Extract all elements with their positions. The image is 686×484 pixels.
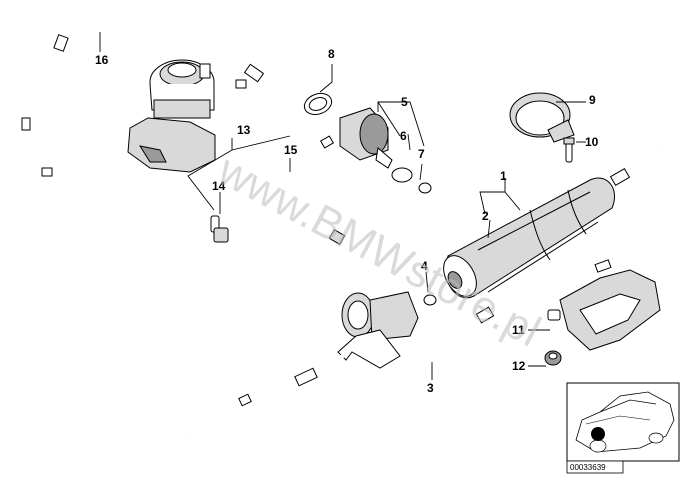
- callout-16: 16: [95, 53, 109, 67]
- car-inset: 00033639: [566, 382, 680, 474]
- callout-5: 5: [401, 95, 408, 109]
- callout-12: 12: [512, 359, 526, 373]
- reference-code: 00033639: [570, 463, 606, 472]
- callout-4: 4: [421, 259, 428, 273]
- callout-15: 15: [284, 143, 298, 157]
- intake-assembly: [127, 59, 216, 173]
- callout-14: 14: [212, 179, 226, 193]
- location-marker-icon: [591, 427, 605, 441]
- callout-7: 7: [418, 147, 425, 161]
- callout-6: 6: [400, 129, 407, 143]
- hose-15: [283, 135, 346, 246]
- heat-shield: [544, 269, 661, 366]
- callout-11: 11: [512, 323, 525, 337]
- vent-line-16: [21, 11, 331, 327]
- clamp-9: [509, 92, 575, 163]
- valve-5: [303, 92, 432, 194]
- lower-hose: [183, 353, 346, 440]
- callout-10: 10: [585, 135, 599, 149]
- callout-2: 2: [482, 209, 489, 223]
- leader-lines: [99, 32, 586, 380]
- fuel-filter-1: [423, 146, 664, 306]
- fuel-line-right: [479, 222, 661, 302]
- callout-9: 9: [589, 93, 596, 107]
- bracket-13: [210, 215, 229, 243]
- callout-8: 8: [328, 47, 335, 61]
- callout-13: 13: [237, 123, 251, 137]
- callout-labels: 16 8 5 6 7 9 10 1 2 4 3 11 12 13 14 15: [95, 47, 599, 395]
- regulator-3: [337, 291, 495, 369]
- callout-1: 1: [500, 169, 507, 183]
- callout-3: 3: [427, 381, 434, 395]
